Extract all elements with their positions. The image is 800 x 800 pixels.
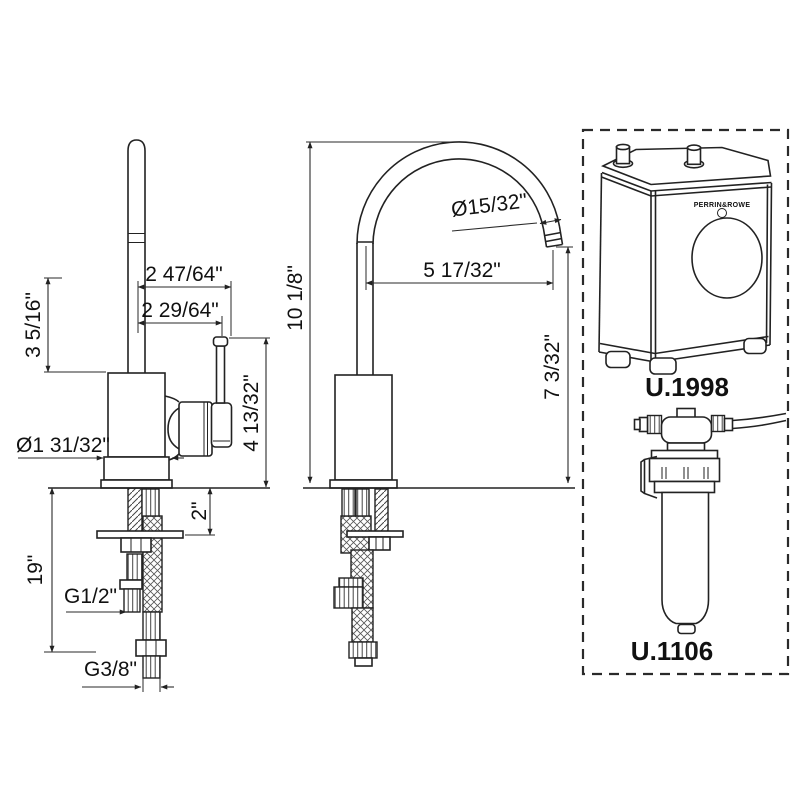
filter-head <box>660 416 713 444</box>
tank-front-dial <box>691 217 763 299</box>
lever-handle-front <box>127 139 146 376</box>
filter-cartridge-body <box>661 491 710 625</box>
accessory-panel: PERRIN&ROWE U.1998 U.1106 <box>581 128 790 676</box>
tank-brand-emblem <box>717 208 727 218</box>
threaded-shank-side <box>374 488 389 538</box>
dim-spout-clearance: 7 3/32" <box>541 334 564 400</box>
base-plate-side <box>329 479 398 489</box>
mounting-hex-nut-side <box>368 536 391 551</box>
heater-tank-model-label: U.1998 <box>645 372 729 402</box>
filter-right-fitting <box>710 414 726 433</box>
dim-supply-length: 19" <box>24 555 47 586</box>
dim-lever-height: 3 5/16" <box>22 292 45 358</box>
front-view-drawing: 2 47/64" 2 29/64" 3 5/16" Ø1 31/32" 4 13… <box>16 139 270 692</box>
inlet-fitting-g12 <box>123 588 141 613</box>
dim-spout-reach: 5 17/32" <box>423 259 501 282</box>
hose-end-tail <box>354 657 373 667</box>
faucet-side <box>303 141 575 489</box>
filter-clip <box>640 455 658 499</box>
dim-overall-height: 10 1/8" <box>284 265 307 331</box>
tank-right-edge <box>765 182 773 346</box>
hose-nut-left <box>341 488 356 517</box>
label-supply-thread: G3/8" <box>84 658 137 681</box>
hose-nut-right <box>355 488 370 517</box>
tank-front-edge <box>650 191 657 362</box>
filter-illustration: U.1106 <box>631 407 787 666</box>
filter-model-label: U.1106 <box>631 636 713 666</box>
tank-foot-center <box>649 357 677 375</box>
tank-left-edge <box>598 172 603 353</box>
supply-tail <box>142 655 161 679</box>
dim-deck-thickness: 2" <box>188 501 211 520</box>
mounting-washer-plate <box>96 530 184 539</box>
tank-foot-right <box>743 337 767 355</box>
spout-outer-arc <box>356 141 561 245</box>
label-inlet-thread: G1/2" <box>64 585 117 608</box>
side-view-dimensions: 10 1/8" 5 17/32" Ø15/32" 7 3/32" <box>284 141 573 484</box>
spout-riser <box>356 241 374 375</box>
dim-base-diameter: Ø1 31/32" <box>16 434 110 457</box>
faucet-body-front <box>107 372 166 458</box>
elbow-fitting <box>333 586 364 609</box>
filter-left-fitting <box>646 414 663 435</box>
dim-spout-outlet-diameter: Ø15/32" <box>450 189 529 221</box>
elbow-collar <box>338 577 364 588</box>
heater-tank-illustration: PERRIN&ROWE U.1998 <box>598 143 773 402</box>
tank-inlet-stub <box>612 143 634 169</box>
filter-bottom-cap <box>677 623 696 635</box>
faucet-body-side <box>334 374 393 481</box>
threaded-shank <box>127 487 143 535</box>
side-under-counter-assembly <box>333 488 404 667</box>
mounting-hex-nut <box>120 537 152 553</box>
shank-nut <box>141 488 160 517</box>
tank-brand-logo: PERRIN&ROWE <box>694 202 751 209</box>
mounting-washer-plate-side <box>346 530 404 538</box>
inlet-flange <box>119 579 143 590</box>
accessory-dashed-border <box>581 128 790 676</box>
supply-hex-nut-g38 <box>135 639 167 657</box>
hose-ferrule <box>142 611 161 641</box>
spout-tip-nozzle <box>542 226 564 248</box>
dim-spout-offset-outer: 2 47/64" <box>145 263 223 286</box>
dim-handle-height: 4 13/32" <box>240 374 263 452</box>
side-handle-stem <box>215 345 226 404</box>
faucet-front <box>48 139 270 489</box>
dim-spout-offset-inner: 2 29/64" <box>141 299 219 322</box>
side-handle-cap <box>212 336 229 347</box>
front-under-counter-assembly <box>96 487 184 679</box>
lever-band <box>128 233 145 243</box>
spout-inner-arc <box>372 158 545 245</box>
hose-end-nut <box>348 641 378 659</box>
front-view-dimensions: 2 47/64" 2 29/64" 3 5/16" Ø1 31/32" 4 13… <box>16 263 270 692</box>
filter-collar-ring <box>653 480 716 494</box>
lower-shank-section <box>126 553 143 581</box>
tank-foot-left <box>605 350 631 369</box>
hose-lower-braided <box>351 607 374 643</box>
outlet-transition <box>164 395 180 462</box>
filter-neck <box>666 442 706 452</box>
side-handle-base <box>210 402 233 448</box>
base-plate-front <box>100 479 173 489</box>
tank-outlet-stub <box>683 144 705 169</box>
filter-collar-plate <box>650 449 719 460</box>
filter-outlet-hose <box>732 412 787 430</box>
base-flange-front <box>103 456 170 481</box>
side-view-drawing: 10 1/8" 5 17/32" Ø15/32" 7 3/32" <box>284 141 575 667</box>
